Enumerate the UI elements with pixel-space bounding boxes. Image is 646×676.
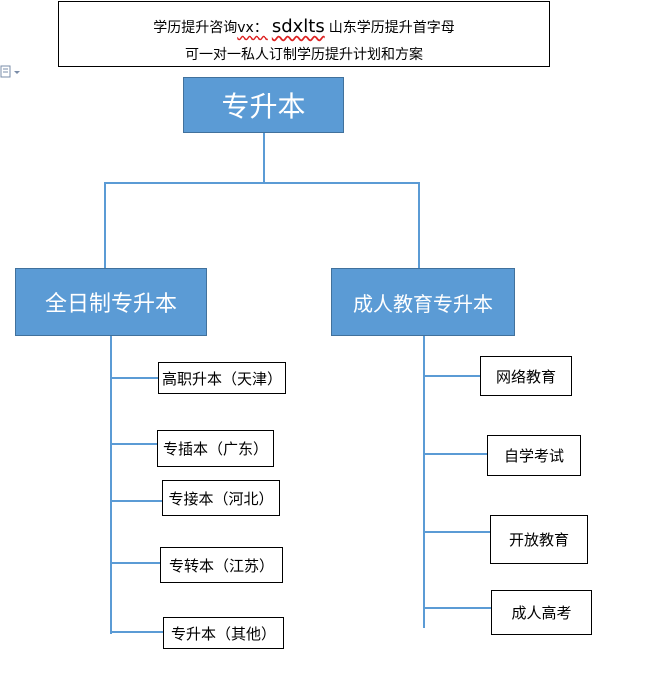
header-vx: vx： (237, 20, 268, 36)
leaf-node-guangdong-label: 专插本（广东） (162, 440, 268, 458)
leaf-node-jiangsu-label: 专转本（江苏） (168, 556, 274, 575)
branch-node-fulltime-label: 全日制专升本 (44, 292, 177, 317)
branch-node-fulltime: 全日制专升本 (15, 268, 207, 336)
right-tick-2 (423, 453, 487, 455)
left-tick-4 (110, 562, 160, 564)
left-branch-connector (104, 182, 106, 268)
leaf-node-open-label: 开放教育 (508, 531, 569, 549)
right-tick-4 (423, 607, 491, 609)
right-spine (423, 336, 425, 628)
left-tick-2 (110, 443, 158, 445)
leaf-node-guangdong: 专插本（广东） (157, 430, 274, 467)
root-connector (263, 132, 265, 184)
brand-name: sdxlts (271, 16, 325, 37)
leaf-node-jiangsu: 专转本（江苏） (160, 547, 283, 583)
leaf-node-self-study: 自学考试 (487, 435, 581, 476)
leaf-node-hebei-label: 专接本（河北） (168, 489, 274, 508)
branch-bar (104, 182, 420, 184)
left-spine (110, 336, 112, 634)
right-tick-3 (423, 531, 490, 533)
right-branch-connector (418, 182, 420, 268)
leaf-node-hebei: 专接本（河北） (162, 480, 280, 516)
leaf-node-online: 网络教育 (480, 356, 572, 396)
leaf-node-other: 专升本（其他） (163, 617, 284, 649)
header-suffix: 山东学历提升首字母 (328, 20, 455, 36)
right-tick-1 (423, 375, 481, 377)
leaf-node-tianjin-label: 高职升本（天津） (161, 369, 282, 388)
header-prefix: 学历提升咨询 (153, 20, 238, 36)
root-node-label: 专升本 (221, 90, 306, 123)
leaf-node-tianjin: 高职升本（天津） (158, 362, 286, 394)
leaf-node-adult-exam: 成人高考 (491, 590, 592, 635)
document-icon[interactable] (0, 64, 22, 80)
left-tick-1 (110, 377, 158, 379)
leaf-node-other-label: 专升本（其他） (170, 624, 276, 643)
left-tick-5 (110, 631, 164, 633)
branch-node-adult-label: 成人教育专升本 (353, 291, 493, 316)
leaf-node-open: 开放教育 (490, 515, 588, 564)
leaf-node-adult-exam-label: 成人高考 (511, 604, 572, 622)
leaf-node-self-study-label: 自学考试 (503, 447, 564, 465)
header-line-2: 可一对一私人订制学历提升计划和方案 (185, 47, 423, 63)
branch-node-adult: 成人教育专升本 (331, 268, 515, 336)
root-node: 专升本 (183, 77, 344, 133)
left-tick-3 (110, 500, 162, 502)
leaf-node-online-label: 网络教育 (495, 367, 556, 386)
